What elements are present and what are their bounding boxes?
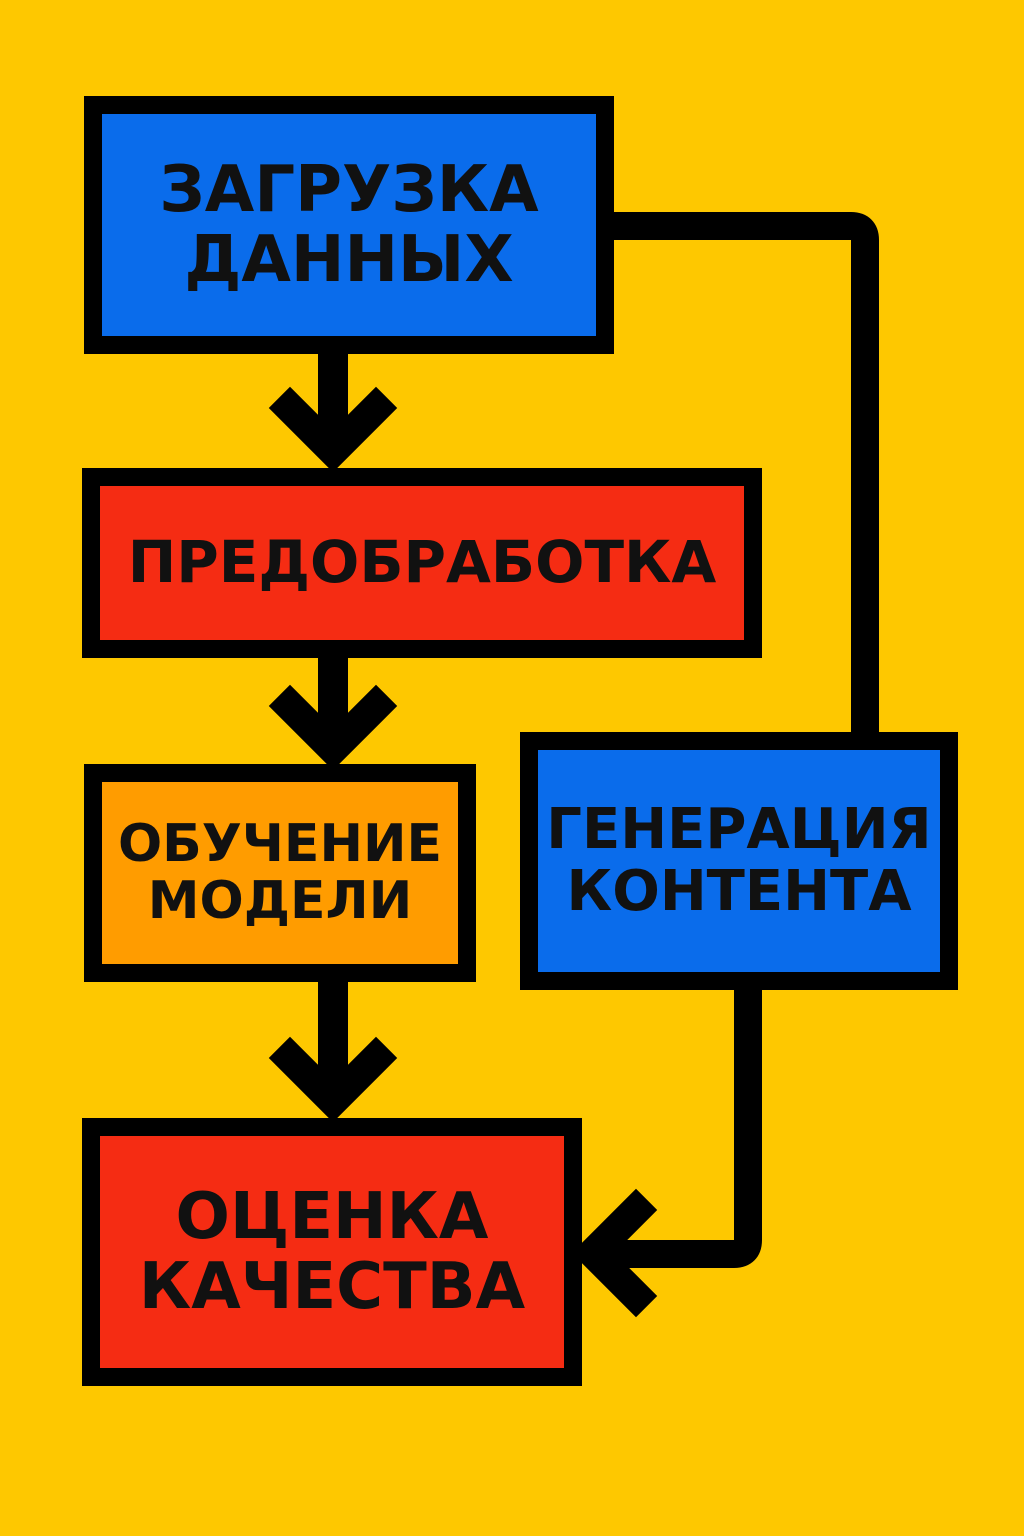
- node-model-training: ОБУЧЕНИЕ МОДЕЛИ: [84, 764, 476, 982]
- node-data-loading-line2: ДАННЫХ: [184, 223, 514, 297]
- node-quality-evaluation-line2: КАЧЕСТВА: [138, 1250, 526, 1324]
- node-content-generation: ГЕНЕРАЦИЯ КОНТЕНТА: [520, 732, 958, 990]
- node-preprocessing-line1: ПРЕДОБРАБОТКА: [127, 528, 717, 597]
- edge-load-to-gen: [614, 212, 879, 734]
- node-content-generation-line1: ГЕНЕРАЦИЯ: [546, 797, 932, 863]
- node-quality-evaluation: ОЦЕНКА КАЧЕСТВА: [82, 1118, 582, 1386]
- edge-train-to-eval-arrowhead: [268, 1036, 398, 1123]
- edge-prep-to-train-arrowhead: [268, 684, 398, 771]
- node-model-training-line1: ОБУЧЕНИЕ: [117, 813, 443, 874]
- node-model-training-line2: МОДЕЛИ: [147, 871, 413, 931]
- node-data-loading-line1: ЗАГРУЗКА: [159, 152, 539, 227]
- node-data-loading: ЗАГРУЗКА ДАННЫХ: [84, 96, 614, 354]
- edge-gen-to-eval-arrowhead: [571, 1188, 658, 1318]
- node-content-generation-line2: КОНТЕНТА: [566, 859, 912, 924]
- node-quality-evaluation-line1: ОЦЕНКА: [175, 1179, 489, 1254]
- edge-gen-to-eval: [600, 990, 762, 1268]
- edge-load-to-prep-arrowhead: [268, 386, 398, 473]
- node-preprocessing: ПРЕДОБРАБОТКА: [82, 468, 762, 658]
